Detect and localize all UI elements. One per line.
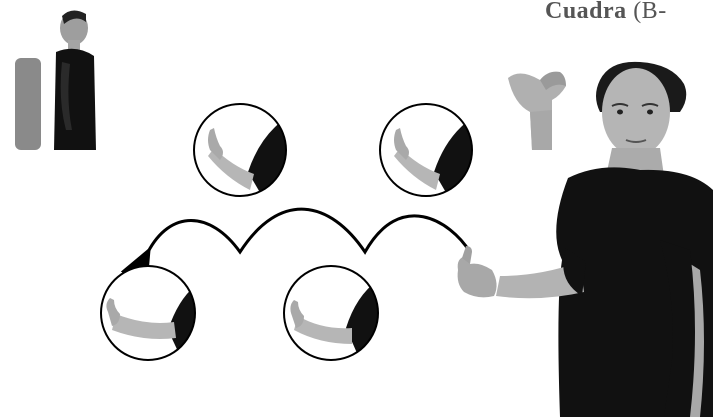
pillar-shape — [15, 58, 41, 150]
torso-shape — [54, 49, 96, 150]
hand-step-2 — [380, 104, 472, 196]
signer-hand — [458, 256, 497, 297]
thumbs-up-handshape-icon — [508, 72, 566, 150]
hand-step-1 — [194, 104, 286, 196]
hand-step-4 — [284, 266, 378, 360]
hand-step-3 — [101, 266, 195, 360]
signer-photo — [458, 62, 713, 417]
person-side-view-icon — [15, 10, 96, 150]
hopping-arrow-icon — [148, 209, 470, 252]
